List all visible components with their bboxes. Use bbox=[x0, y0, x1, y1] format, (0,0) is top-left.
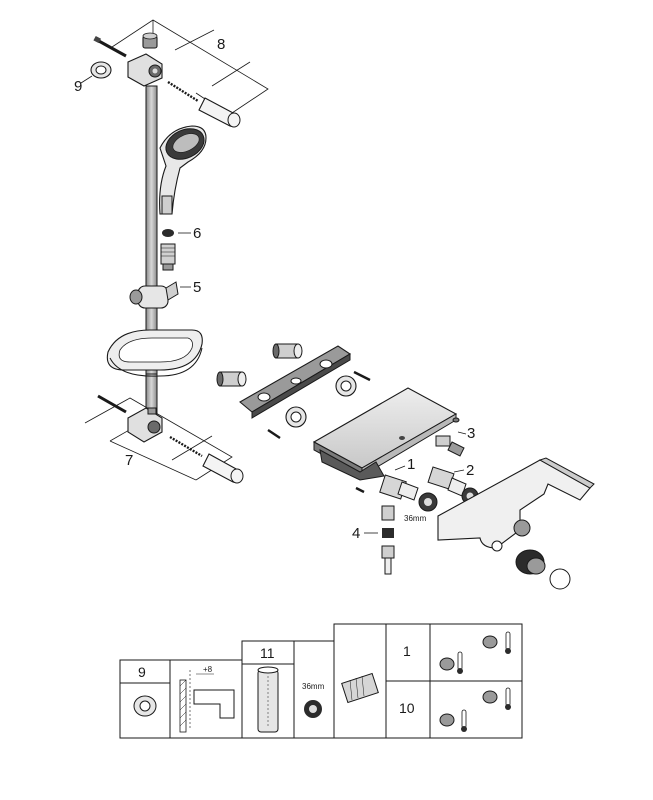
rosette-right bbox=[335, 375, 357, 397]
screw-top bbox=[93, 35, 127, 58]
dim-36mm: 36mm bbox=[404, 514, 427, 523]
screw-dowel-lower bbox=[169, 435, 244, 484]
upper-bracket-group bbox=[80, 19, 269, 128]
callout-9: 9 bbox=[74, 78, 82, 95]
cartridge-1 bbox=[379, 474, 419, 501]
table-offset-diagram bbox=[179, 670, 235, 733]
table-offset-label: +8 bbox=[203, 665, 213, 674]
callout-5: 5 bbox=[193, 279, 201, 296]
table-cell-1: 1 bbox=[403, 643, 411, 659]
bracket-cap bbox=[142, 32, 158, 49]
eccentric-fitting-left bbox=[216, 371, 247, 387]
callout-7: 7 bbox=[125, 452, 133, 469]
thermostat-body bbox=[312, 387, 458, 481]
table-cell-10: 10 bbox=[399, 700, 415, 716]
seal-6 bbox=[162, 229, 174, 237]
tool-table bbox=[119, 623, 523, 739]
nut-36mm bbox=[418, 492, 438, 512]
lower-bracket bbox=[127, 407, 163, 443]
screw-bottom bbox=[97, 394, 127, 414]
eccentric-fitting-right bbox=[272, 343, 303, 359]
spout-handle bbox=[437, 457, 595, 552]
table-cold-hot-icons-row2 bbox=[439, 687, 511, 732]
screw-dowel-upper bbox=[167, 80, 241, 128]
callout-6: 6 bbox=[193, 225, 201, 242]
table-ring-icon bbox=[133, 695, 157, 717]
table-extension-icon bbox=[257, 666, 279, 733]
table-nut-icon bbox=[304, 700, 322, 718]
callout-4: 4 bbox=[352, 525, 360, 542]
seal-ring-9 bbox=[90, 61, 112, 79]
callout-2: 2 bbox=[466, 462, 474, 479]
table-cell-11: 11 bbox=[260, 645, 275, 661]
callout-1: 1 bbox=[407, 456, 415, 473]
table-cell-9: 9 bbox=[138, 664, 146, 680]
soap-tray bbox=[106, 329, 203, 377]
slider-5 bbox=[129, 281, 179, 309]
wall-plate bbox=[239, 345, 352, 419]
cartridge-2 bbox=[427, 466, 467, 497]
rosette-left bbox=[285, 406, 307, 428]
check-valve-3 bbox=[435, 417, 465, 457]
hand-shower bbox=[159, 125, 207, 215]
upper-bracket bbox=[127, 53, 163, 87]
table-wrench-36mm: 36mm bbox=[302, 682, 325, 691]
lower-bracket-group bbox=[84, 394, 244, 484]
control-knob bbox=[515, 549, 571, 590]
table-cold-hot-icons-row1 bbox=[439, 631, 511, 674]
extension-4 bbox=[381, 505, 395, 575]
callout-8: 8 bbox=[217, 36, 225, 53]
table-cartridge-icon bbox=[341, 672, 379, 704]
callout-3: 3 bbox=[467, 425, 475, 442]
hose-nut bbox=[160, 243, 176, 271]
